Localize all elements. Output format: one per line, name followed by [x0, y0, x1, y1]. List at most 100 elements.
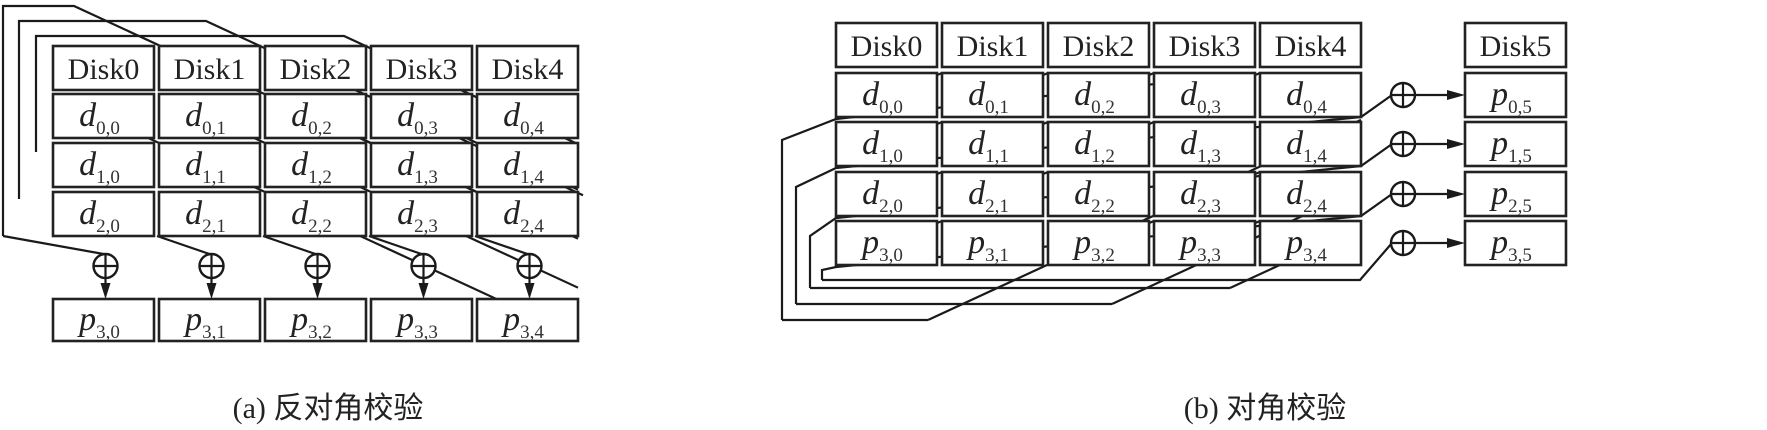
xor-input-wire-2	[262, 234, 316, 256]
block-label: d0,4	[1286, 76, 1327, 118]
block-label: d2,4	[503, 195, 544, 237]
block-symbol: d	[1074, 175, 1092, 212]
block-label: d1,2	[1074, 125, 1115, 167]
data-block-1-1: d1,1	[157, 141, 262, 189]
diagonal-wire-2	[794, 94, 1393, 304]
block-subscript: 2,1	[985, 196, 1009, 217]
block-subscript: 3,5	[1508, 245, 1532, 266]
block-subscript: 1,3	[414, 167, 438, 188]
disk-label: Disk1	[174, 53, 246, 86]
cell-border	[157, 190, 262, 238]
block-subscript: 2,0	[96, 216, 120, 237]
data-block-1-4: d1,4	[475, 141, 580, 189]
block-subscript: 2,3	[414, 216, 438, 237]
block-symbol: d	[1286, 76, 1304, 113]
block-symbol: d	[503, 146, 521, 183]
data-block-1-3: d1,3	[1152, 120, 1257, 168]
block-symbol: d	[862, 76, 880, 113]
cell-border	[1258, 71, 1363, 119]
block-symbol: d	[1286, 175, 1304, 212]
arrow-down-icon	[418, 283, 429, 299]
block-subscript: 2,5	[1508, 196, 1532, 217]
arrow-right-icon	[1447, 238, 1465, 248]
block-label: p3,3	[1178, 224, 1221, 266]
cell-border	[940, 219, 1045, 267]
block-subscript: 3,4	[520, 322, 544, 343]
block-subscript: 0,2	[308, 118, 332, 139]
cell-border	[1463, 120, 1568, 168]
block-label: p3,2	[1072, 224, 1115, 266]
cell-border	[157, 141, 262, 189]
block-subscript: 0,4	[1303, 97, 1327, 118]
data-block-2-1: d2,1	[157, 190, 262, 238]
block-subscript: 3,0	[879, 245, 903, 266]
xor-input-wire-4	[474, 234, 528, 256]
block-label: d0,3	[397, 97, 438, 139]
block-label: d2,0	[79, 195, 120, 237]
arrow-down-icon	[312, 283, 323, 299]
block-label: d2,3	[1180, 175, 1221, 217]
cell-border	[51, 92, 156, 140]
cell-border	[940, 21, 1045, 69]
header-disk3: Disk3	[369, 44, 474, 92]
cell-border	[157, 297, 262, 343]
block-label: d0,0	[862, 76, 903, 118]
data-block-0-3: d0,3	[369, 92, 474, 140]
block-symbol: p	[395, 301, 414, 338]
block-subscript: 3,0	[96, 322, 120, 343]
block-symbol: d	[79, 97, 97, 134]
block-label: d1,3	[1180, 125, 1221, 167]
block-subscript: 2,2	[308, 216, 332, 237]
block-symbol: p	[1489, 125, 1508, 162]
cell-border	[263, 141, 368, 189]
disk-label: Disk2	[280, 53, 352, 86]
arrow-down-icon	[206, 283, 217, 299]
block-label: d2,2	[291, 195, 332, 237]
parity-block-3-4: p3,4	[1258, 219, 1363, 267]
cell-border	[1046, 21, 1151, 69]
block-symbol: d	[397, 146, 415, 183]
block-subscript: 0,0	[96, 118, 120, 139]
block-label: d0,2	[1074, 76, 1115, 118]
cell-border	[1258, 170, 1363, 218]
block-label: p3,2	[289, 301, 332, 343]
block-symbol: d	[291, 195, 309, 232]
cell-border	[369, 92, 474, 140]
data-block-2-3: d2,3	[369, 190, 474, 238]
block-symbol: p	[860, 224, 879, 261]
data-block-0-1: d0,1	[157, 92, 262, 140]
block-label: d1,0	[79, 146, 120, 188]
cell-border	[475, 92, 580, 140]
block-label: d2,3	[397, 195, 438, 237]
block-subscript: 1,0	[879, 146, 903, 167]
block-symbol: d	[291, 146, 309, 183]
block-label: p3,3	[395, 301, 438, 343]
block-subscript: 3,1	[202, 322, 226, 343]
cell-border	[1046, 170, 1151, 218]
block-subscript: 0,2	[1091, 97, 1115, 118]
xor-icon	[1389, 180, 1417, 208]
cell-border	[1152, 21, 1257, 69]
block-label: p0,5	[1489, 76, 1532, 118]
block-symbol: d	[185, 195, 203, 232]
cell-border	[475, 141, 580, 189]
block-symbol: p	[501, 301, 520, 338]
block-label: d1,2	[291, 146, 332, 188]
header-disk1: Disk1	[157, 44, 262, 92]
block-subscript: 2,3	[1197, 196, 1221, 217]
parity-block-3-4: p3,4	[475, 297, 580, 343]
xor-input-wire-0	[2, 234, 104, 256]
data-block-2-0: d2,0	[51, 190, 156, 238]
cell-border	[940, 120, 1045, 168]
data-block-1-0: d1,0	[51, 141, 156, 189]
block-label: p3,0	[860, 224, 903, 266]
arrow-down-icon	[524, 283, 535, 299]
block-symbol: d	[503, 97, 521, 134]
xor-icon	[92, 252, 119, 280]
block-subscript: 1,4	[1303, 146, 1327, 167]
data-block-0-1: d0,1	[940, 71, 1045, 119]
data-block-1-3: d1,3	[369, 141, 474, 189]
cell-border	[1152, 120, 1257, 168]
